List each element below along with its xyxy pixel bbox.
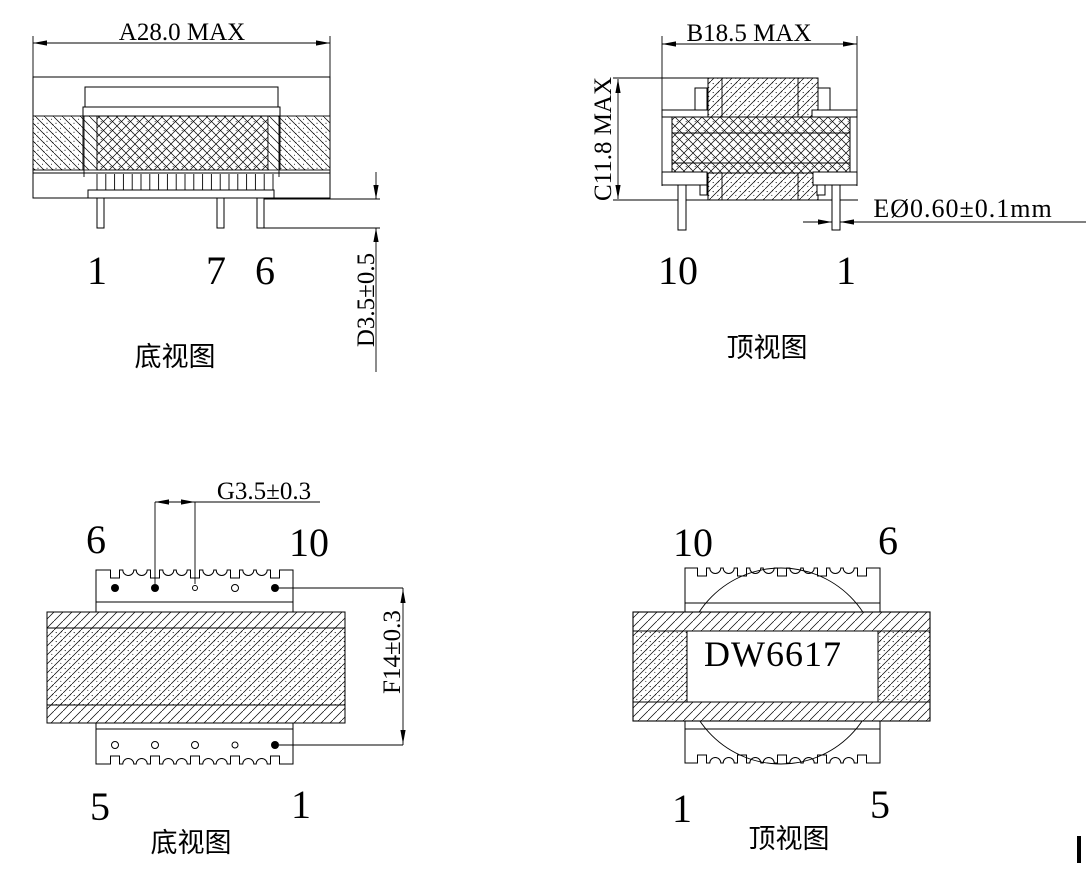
pin-label-1: 1: [87, 248, 107, 293]
pin-label-6: 6: [255, 248, 275, 293]
pin-label-5: 5: [90, 784, 110, 829]
body-right-column: [877, 630, 931, 703]
caption-side-bottom: 底视图: [135, 342, 216, 372]
dim-f-lines: [279, 587, 404, 746]
dim-d-label: D3.5±0.5: [353, 253, 380, 347]
part-marking: DW6617: [704, 634, 842, 674]
hole-pin-10: [271, 584, 279, 592]
dim-g-label: G3.5±0.3: [217, 478, 311, 505]
core-right-section: [279, 115, 331, 171]
hole-pin-9: [231, 584, 239, 592]
bottom-flange-right: [812, 171, 858, 186]
pin-7: [216, 197, 225, 229]
hole-pin-4: [151, 741, 159, 749]
pin-6: [256, 197, 265, 229]
bobbin-flange-edges: [83, 116, 280, 177]
core-left-section: [32, 115, 84, 171]
top-tab-left: [694, 87, 708, 111]
caption-plan-bottom: 底视图: [151, 828, 232, 858]
pin-label-1: 1: [291, 782, 311, 827]
view-side-top: B18.5 MAX C11.8 MAX EØ0.60±0.1mm 10 1 顶视…: [590, 20, 1086, 363]
terminal-comb-teeth: [96, 174, 274, 190]
pin-label-6: 6: [86, 517, 106, 562]
pin-label-1: 1: [672, 786, 692, 831]
bottom-tab-right: [816, 184, 826, 196]
text-cursor-artifact: [1077, 836, 1081, 863]
pin-label-7: 7: [206, 248, 226, 293]
dim-c-arrowheads: [615, 79, 621, 199]
flange-left-section: [82, 115, 98, 171]
bobbin-top-flange: [82, 106, 281, 117]
body-outline: [632, 611, 931, 722]
winding-layer-lines: [672, 132, 850, 164]
dim-f-label: F14±0.3: [379, 610, 406, 694]
body-bottom-band: [46, 704, 346, 724]
hole-pin-8: [192, 585, 198, 591]
pin-10: [677, 184, 687, 231]
hole-pin-2: [231, 741, 239, 749]
hole-pin-1: [271, 741, 279, 749]
bottom-tab-left: [699, 184, 708, 196]
caption-plan-top: 顶视图: [749, 824, 830, 854]
pin-label-5: 5: [870, 782, 890, 827]
pin-label-10: 10: [289, 520, 329, 565]
base-plate: [87, 189, 275, 199]
body-middle-band: [46, 627, 346, 706]
dim-c-label: C11.8 MAX: [590, 77, 617, 201]
body-top-band: [632, 611, 931, 632]
top-terminal-strip: [684, 567, 881, 613]
dim-d-lines: [257, 172, 380, 372]
flange-right-section: [267, 115, 281, 171]
winding-section: [96, 115, 269, 171]
body-bottom-band: [632, 701, 931, 722]
hole-pin-3: [191, 741, 199, 749]
top-terminal-strip: [95, 569, 294, 613]
pin-1: [831, 184, 841, 231]
pin-1: [96, 197, 105, 229]
bottom-terminal-strip: [684, 720, 881, 764]
hole-pin-5: [111, 741, 119, 749]
dim-c-lines: [613, 77, 708, 199]
dim-e-arrowheads: [818, 219, 854, 225]
view-plan-top: DW6617 10 6 1 5 顶视图: [632, 518, 931, 854]
pin-label-6: 6: [878, 518, 898, 563]
dim-e-label: EØ0.60±0.1mm: [873, 194, 1052, 223]
caption-side-top: 顶视图: [727, 333, 808, 363]
dim-a-label: A28.0 MAX: [119, 19, 245, 46]
bobbin-top: [84, 86, 279, 108]
view-plan-bottom: G3.5±0.3 F14±0.3 6 10 5 1 底视图: [46, 478, 406, 858]
view-side-bottom: A28.0 MAX D3.5±0.5 1 7 6 底视图: [32, 19, 380, 372]
hole-pin-6: [111, 584, 119, 592]
marking-window: [686, 630, 879, 703]
top-flange-left: [661, 109, 709, 118]
winding-band: [671, 116, 851, 174]
body-left-column: [632, 630, 688, 703]
hole-pin-7: [151, 584, 159, 592]
body-top-band: [46, 611, 346, 629]
dim-g-arrowheads: [155, 499, 195, 505]
pin-label-10: 10: [658, 248, 698, 293]
pin-label-1: 1: [836, 248, 856, 293]
dim-d-arrowheads: [373, 185, 379, 242]
dim-b-label: B18.5 MAX: [686, 20, 811, 47]
top-flange-right: [811, 109, 858, 118]
bottom-flange-left: [661, 171, 708, 186]
pin-label-10: 10: [673, 520, 713, 565]
top-tab-right: [817, 87, 831, 111]
